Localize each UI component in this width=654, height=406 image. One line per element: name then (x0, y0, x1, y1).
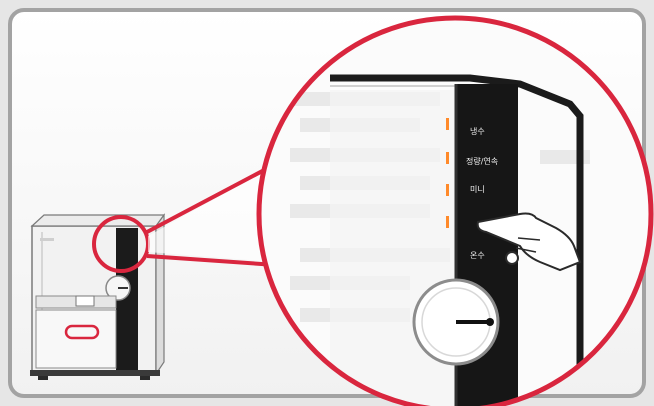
led-indicators (446, 118, 449, 228)
purifier-small (30, 213, 166, 380)
zoom-view: 냉수 정량/연속 미니 온수 정수 냉수 (259, 18, 651, 406)
callout-tail (148, 160, 285, 262)
panel-label-1: 냉수 (470, 126, 485, 136)
pointing-hand-icon (476, 212, 582, 272)
zoom-callout-circle (256, 15, 654, 406)
panel-label-3: 미니 (470, 184, 485, 194)
panel-label-2: 정량/연속 (466, 156, 498, 166)
red-indicator (64, 324, 100, 340)
panel-label-5: 온수 (470, 251, 485, 260)
